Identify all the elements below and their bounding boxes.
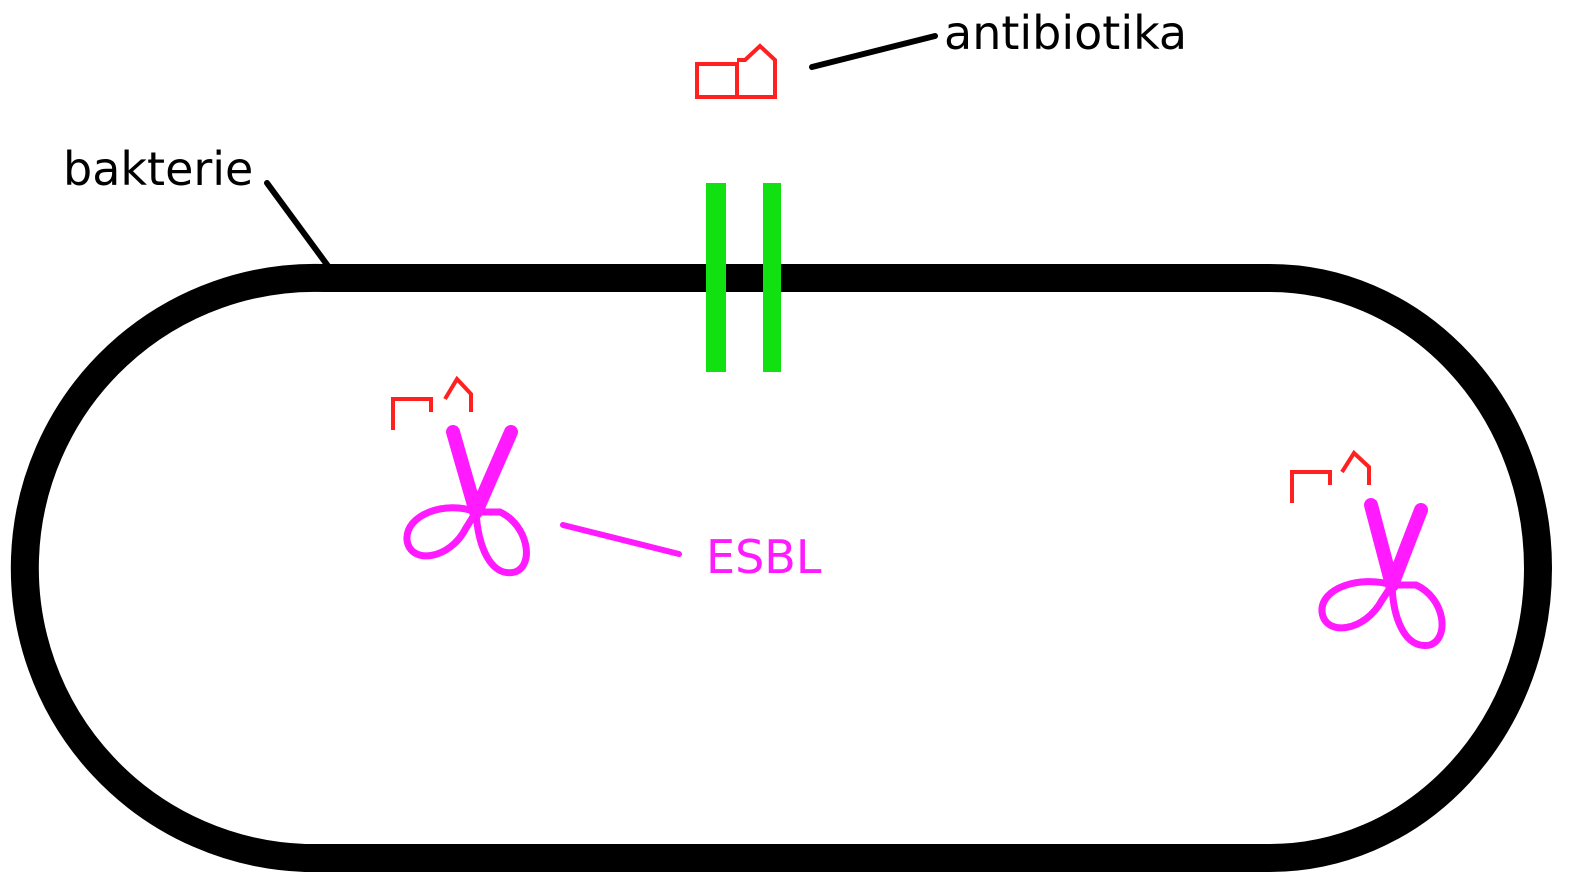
bacterium-leader-line [264, 180, 331, 269]
antibiotic-leader-line [809, 33, 938, 70]
porin-channel [706, 183, 781, 372]
antibiotic-molecule-icon [695, 43, 777, 99]
channel-bar-left [706, 183, 726, 372]
scissors-icon [1318, 498, 1446, 649]
bacterium-outline [10, 263, 1552, 872]
antibiotic-label: antibiotika [944, 6, 1187, 60]
esbl-leader-line [560, 522, 682, 557]
broken-antibiotic-icon [1290, 449, 1371, 503]
scissors-icon [403, 425, 530, 577]
channel-bar-right [763, 183, 781, 372]
esbl-label: ESBL [706, 530, 822, 584]
broken-antibiotic-icon [391, 375, 473, 430]
bacterium-label: bakterie [63, 142, 253, 196]
